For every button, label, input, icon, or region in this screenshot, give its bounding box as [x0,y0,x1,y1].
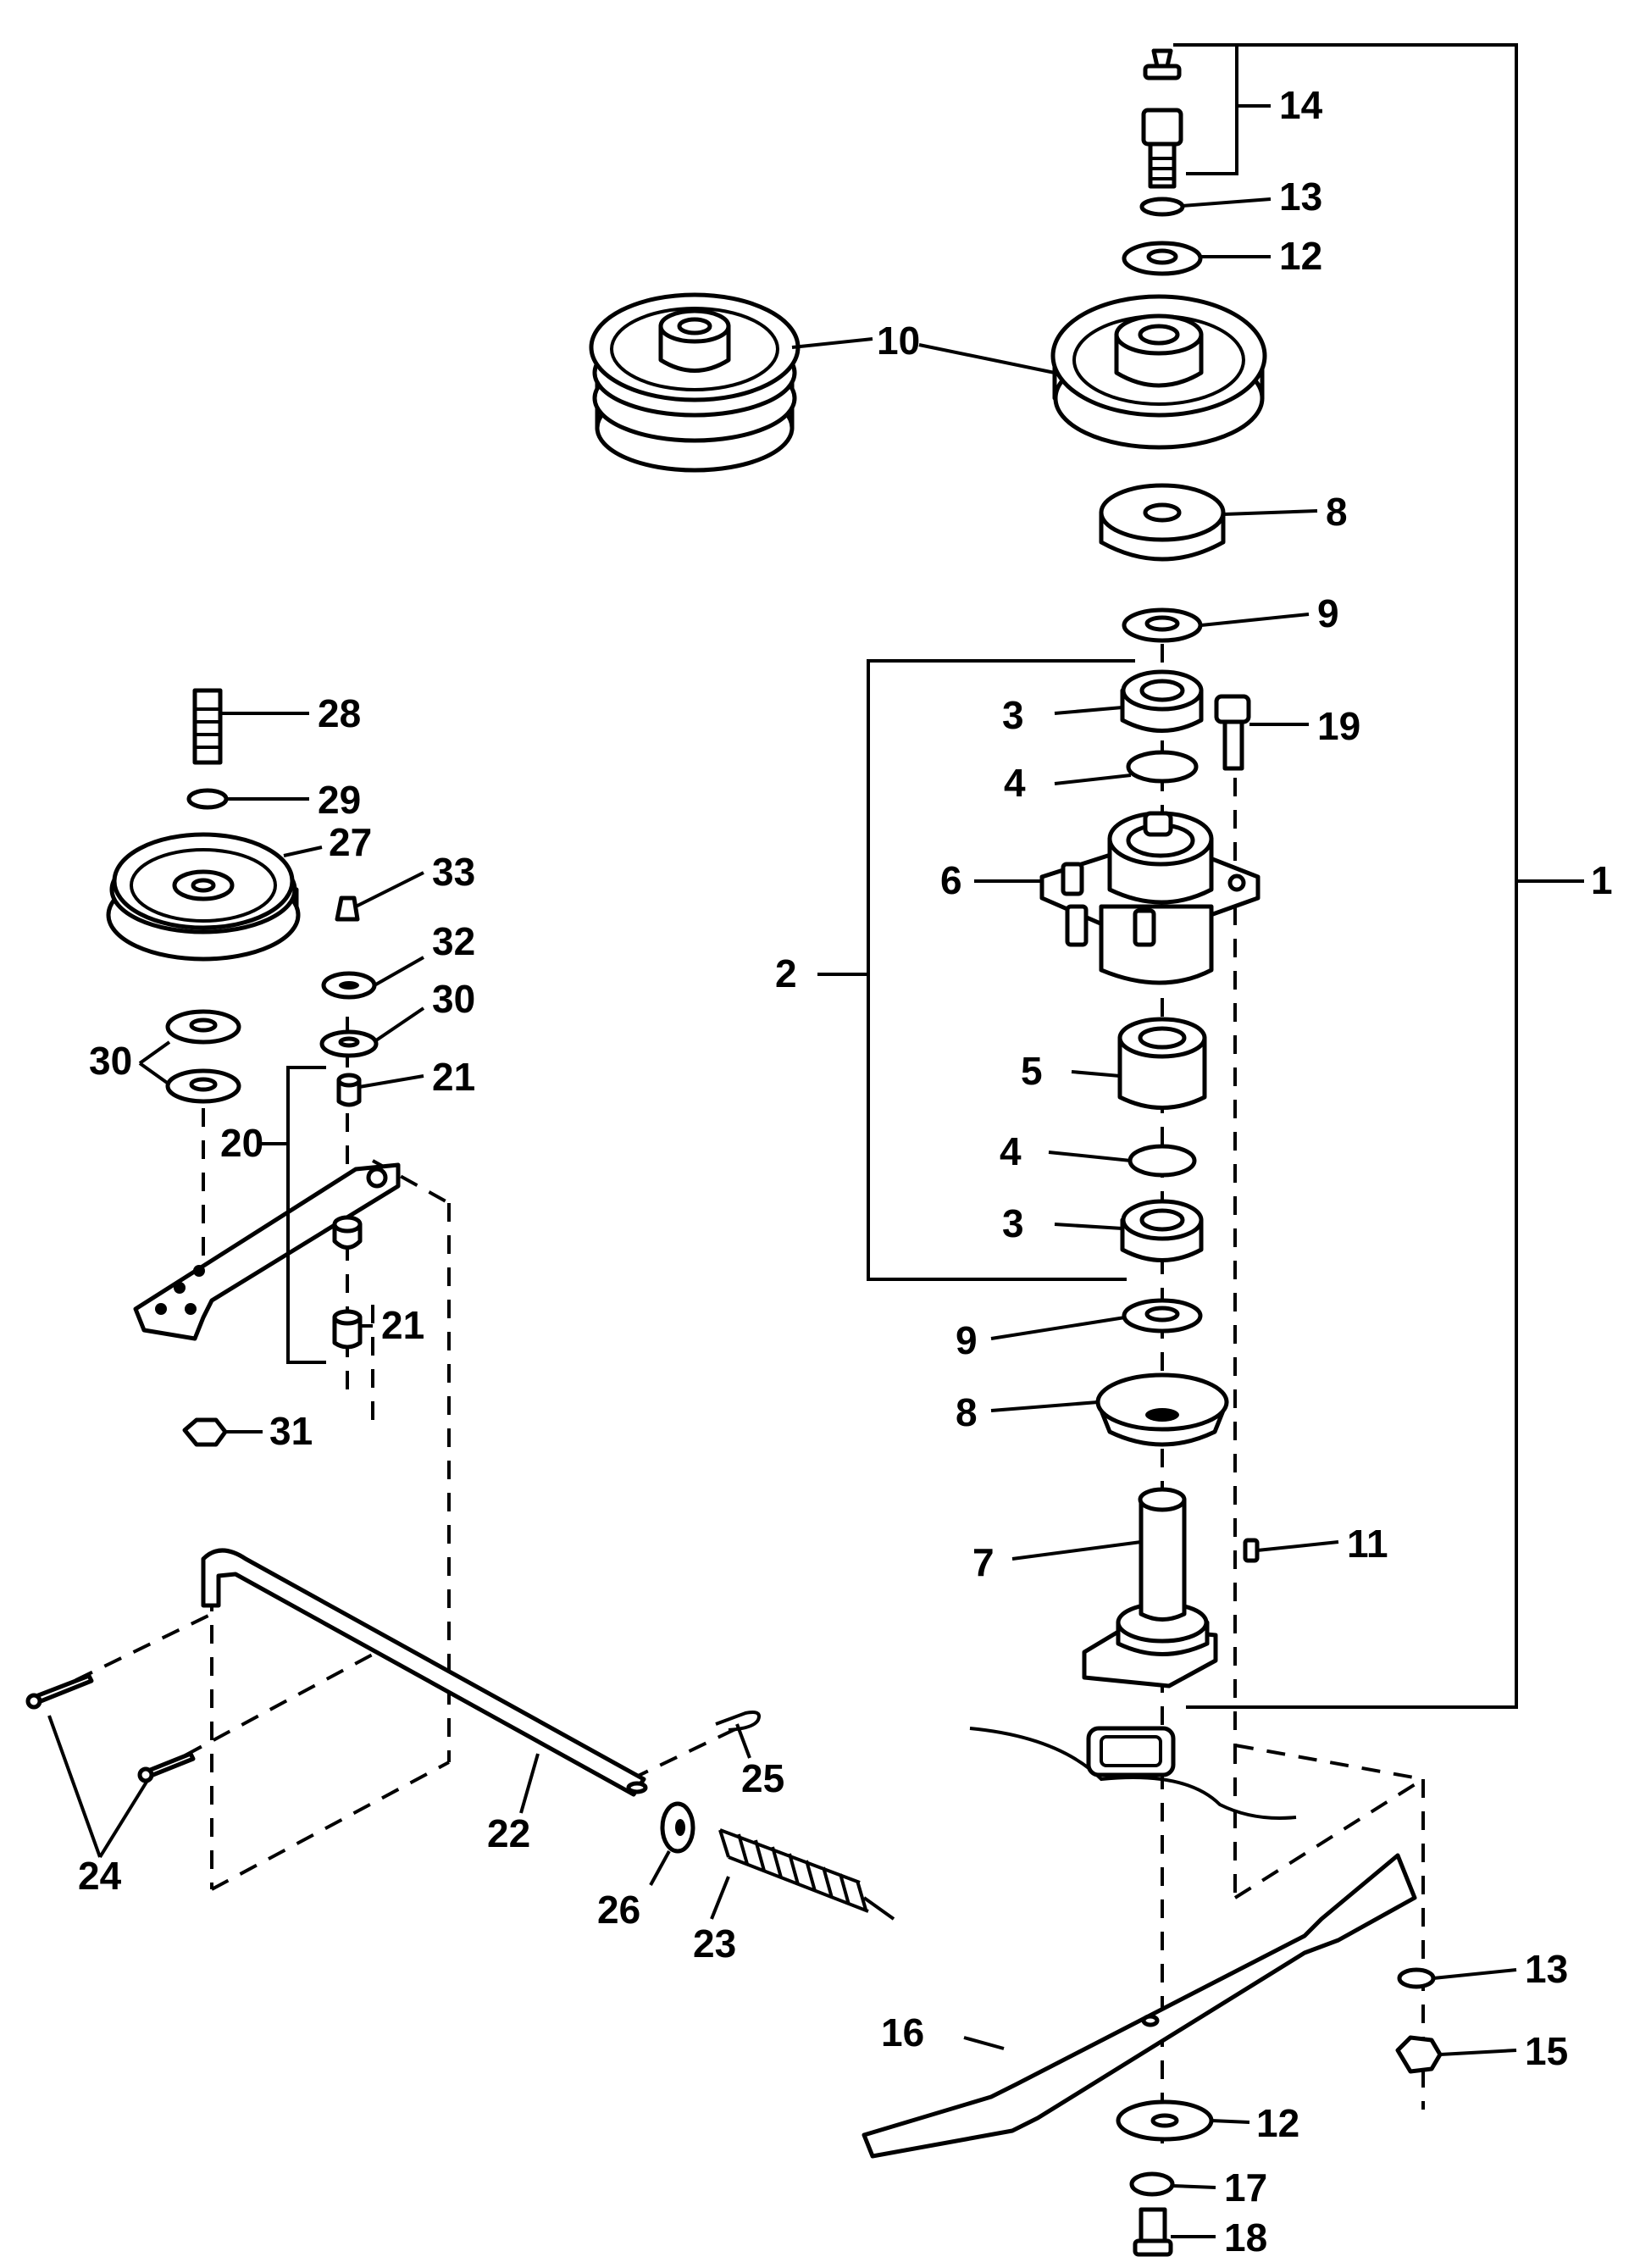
callout-33: 33 [432,850,475,894]
idler-washer-upper [319,1029,379,1058]
idler-washers [165,1009,241,1104]
snap-ring-bottom [1128,1144,1197,1178]
callout-30-left: 30 [89,1039,132,1083]
bearing-bottom [1120,1199,1204,1262]
callout-8-bottom: 8 [956,1390,978,1434]
spindle-pulley-right [1050,294,1267,450]
callout-7: 7 [972,1540,995,1584]
spring-washer [660,1801,695,1854]
bearing-cup-top [1099,483,1226,562]
callout-9-bottom: 9 [956,1318,978,1362]
callout-25: 25 [741,1756,784,1800]
callout-28: 28 [318,691,361,735]
spindle-shaft [1082,1487,1218,1689]
deck-mount [969,1726,1297,1820]
callout-4-top: 4 [1004,761,1026,805]
callout-24: 24 [78,1854,122,1898]
callout-3-top: 3 [1002,693,1024,737]
washer-bottom [1116,2099,1214,2142]
callout-3-bottom: 3 [1002,1201,1024,1245]
callout-23: 23 [693,1921,736,1966]
washer-top [1122,241,1203,276]
callout-17: 17 [1224,2165,1267,2210]
callout-20: 20 [220,1121,263,1165]
idler-grease-fitting [335,896,360,922]
tension-spring [718,1828,895,1921]
shaft-key [1243,1538,1260,1563]
hair-pin [715,1711,761,1732]
lock-washer-top [1139,197,1185,217]
spacer-washer-top [1122,607,1203,643]
cotter-pins [25,1673,196,1783]
callout-10: 10 [877,319,920,363]
callout-21-bottom: 21 [381,1303,424,1347]
callout-labels: 1 2 3 3 4 4 5 6 7 8 8 9 9 10 11 12 12 13… [78,83,1613,2260]
callout-1: 1 [1591,858,1613,902]
callout-6: 6 [940,858,962,902]
callout-19: 19 [1317,704,1360,748]
spindle-bolt [1141,108,1183,189]
spacer-washer-bottom [1122,1298,1203,1334]
callout-21-top: 21 [432,1055,475,1099]
bearing-top [1120,669,1204,733]
mower-blade [862,1853,1417,2159]
grease-fitting [1143,48,1182,80]
callout-16: 16 [881,2010,924,2055]
callout-12-bottom: 12 [1256,2101,1299,2145]
callout-31: 31 [269,1409,313,1453]
bushing-bottom [332,1309,363,1350]
callout-14: 14 [1279,83,1323,127]
callout-2: 2 [775,951,797,995]
callout-13-bottom: 13 [1525,1947,1568,1991]
spindle-pulley-left [589,292,801,473]
bushing-top [336,1073,362,1107]
idler-seal [321,971,377,1000]
callout-29: 29 [318,778,361,822]
hex-nut-right [1395,2035,1443,2074]
idler-pulley [106,832,301,962]
blade-bolt [1133,2207,1173,2257]
callout-9-top: 9 [1317,591,1339,635]
lock-washer-blade [1129,2171,1175,2197]
bearing-cup-bottom [1095,1372,1229,1447]
callout-13-top: 13 [1279,175,1322,219]
callout-4-bottom: 4 [1000,1129,1022,1173]
idler-nut [182,1417,228,1447]
spindle-housing [1039,811,1260,985]
tension-rod [201,1548,648,1797]
callout-11: 11 [1347,1522,1388,1566]
callout-5: 5 [1021,1049,1043,1093]
mounting-bolt [1214,694,1251,771]
callout-22: 22 [487,1811,530,1855]
callout-27: 27 [329,820,372,864]
leader-lines [47,43,1584,2238]
lock-washer-bottom [1397,1967,1436,1989]
callout-8-top: 8 [1326,490,1348,534]
idler-bolt [192,688,223,765]
spacer-tube [1117,1017,1207,1110]
callout-15: 15 [1525,2029,1568,2073]
idler-lock-washer [186,788,229,810]
idler-arm [133,1162,401,1341]
callout-26: 26 [597,1888,640,1932]
callout-32: 32 [432,919,475,963]
callout-30-right: 30 [432,977,475,1021]
snap-ring-top [1126,750,1199,784]
callout-12-top: 12 [1279,234,1322,278]
callout-18: 18 [1224,2215,1267,2260]
